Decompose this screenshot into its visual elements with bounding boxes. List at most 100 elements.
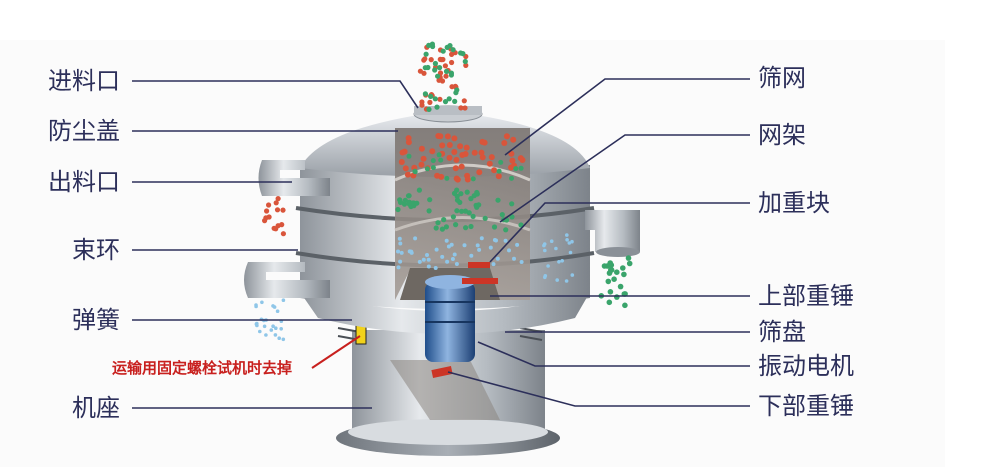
- label-screen-tray: 筛盘: [758, 320, 806, 344]
- particle: [441, 217, 446, 222]
- particle: [451, 257, 455, 261]
- particle: [264, 208, 269, 213]
- particle: [440, 227, 445, 232]
- particle: [397, 265, 401, 269]
- particle: [614, 269, 620, 275]
- particle: [280, 208, 285, 213]
- particle: [403, 165, 409, 171]
- particle: [455, 177, 461, 183]
- particle: [262, 218, 267, 223]
- particle: [455, 262, 459, 266]
- particle: [510, 137, 516, 143]
- particle: [520, 260, 524, 264]
- particle: [494, 239, 498, 243]
- particle: [445, 239, 449, 243]
- particle: [449, 72, 454, 77]
- particle: [560, 259, 564, 263]
- particle: [418, 69, 423, 74]
- particle: [419, 103, 424, 108]
- particle: [397, 197, 402, 202]
- particle: [543, 249, 547, 253]
- particle: [611, 276, 617, 282]
- particle: [550, 239, 554, 243]
- particle: [282, 298, 286, 302]
- particle: [418, 260, 422, 264]
- particle: [471, 214, 476, 219]
- particle: [483, 216, 488, 221]
- particle: [441, 49, 446, 54]
- particle: [607, 300, 613, 306]
- particle: [403, 198, 408, 203]
- particle: [459, 209, 464, 214]
- particle: [492, 224, 497, 229]
- label-feed-inlet: 进料口: [48, 69, 120, 93]
- particle: [518, 155, 524, 161]
- particle: [407, 154, 412, 159]
- particle: [464, 145, 470, 151]
- particle: [447, 245, 451, 249]
- particle: [513, 166, 518, 171]
- particle: [276, 196, 281, 201]
- particle: [281, 231, 286, 236]
- particle: [428, 94, 433, 99]
- particle: [434, 266, 438, 270]
- particle: [451, 47, 456, 52]
- label-dust-cover: 防尘盖: [48, 119, 120, 143]
- particle: [620, 265, 626, 271]
- particle: [439, 142, 445, 148]
- particle: [498, 160, 503, 165]
- particle: [434, 225, 439, 230]
- particle: [398, 237, 402, 241]
- particle: [443, 74, 448, 79]
- particle: [452, 99, 457, 104]
- particle: [491, 167, 497, 173]
- particle: [427, 208, 432, 213]
- particle: [504, 133, 510, 139]
- particle: [274, 326, 278, 330]
- particle: [274, 333, 278, 337]
- label-spring: 弹簧: [72, 308, 120, 332]
- particle: [463, 59, 468, 64]
- particle: [399, 159, 405, 165]
- particle: [458, 191, 463, 196]
- particle: [277, 336, 281, 340]
- particle: [602, 263, 608, 269]
- particle: [480, 236, 484, 240]
- particle: [496, 173, 502, 179]
- label-lower-weight: 下部重锤: [758, 394, 854, 418]
- particle: [398, 260, 402, 264]
- particle: [565, 233, 569, 237]
- particle: [462, 98, 467, 103]
- particle: [421, 156, 427, 162]
- particle: [435, 74, 440, 79]
- particle: [408, 204, 413, 209]
- particle: [621, 272, 627, 278]
- particle: [435, 248, 439, 252]
- particle: [412, 169, 417, 174]
- label-warning-note: 运输用固定螺栓试机时去掉: [112, 361, 292, 376]
- particle: [519, 166, 524, 171]
- particle: [569, 251, 573, 255]
- particle: [454, 188, 459, 193]
- particle: [515, 243, 519, 247]
- particle: [459, 152, 465, 158]
- particle: [276, 309, 280, 313]
- particle: [425, 166, 430, 171]
- particle: [496, 257, 500, 261]
- particle: [437, 152, 442, 157]
- particle: [451, 149, 457, 155]
- particle: [557, 260, 561, 264]
- label-upper-weight: 上部重锤: [758, 284, 854, 308]
- particle: [463, 243, 467, 247]
- particle: [437, 133, 443, 139]
- particle: [508, 165, 514, 171]
- particle: [501, 140, 507, 146]
- particle: [260, 301, 264, 305]
- particle: [400, 251, 404, 255]
- particle: [607, 260, 613, 266]
- particle: [608, 289, 614, 295]
- particle: [445, 45, 450, 50]
- particle: [273, 226, 278, 231]
- particle: [425, 253, 429, 257]
- particle: [565, 238, 569, 242]
